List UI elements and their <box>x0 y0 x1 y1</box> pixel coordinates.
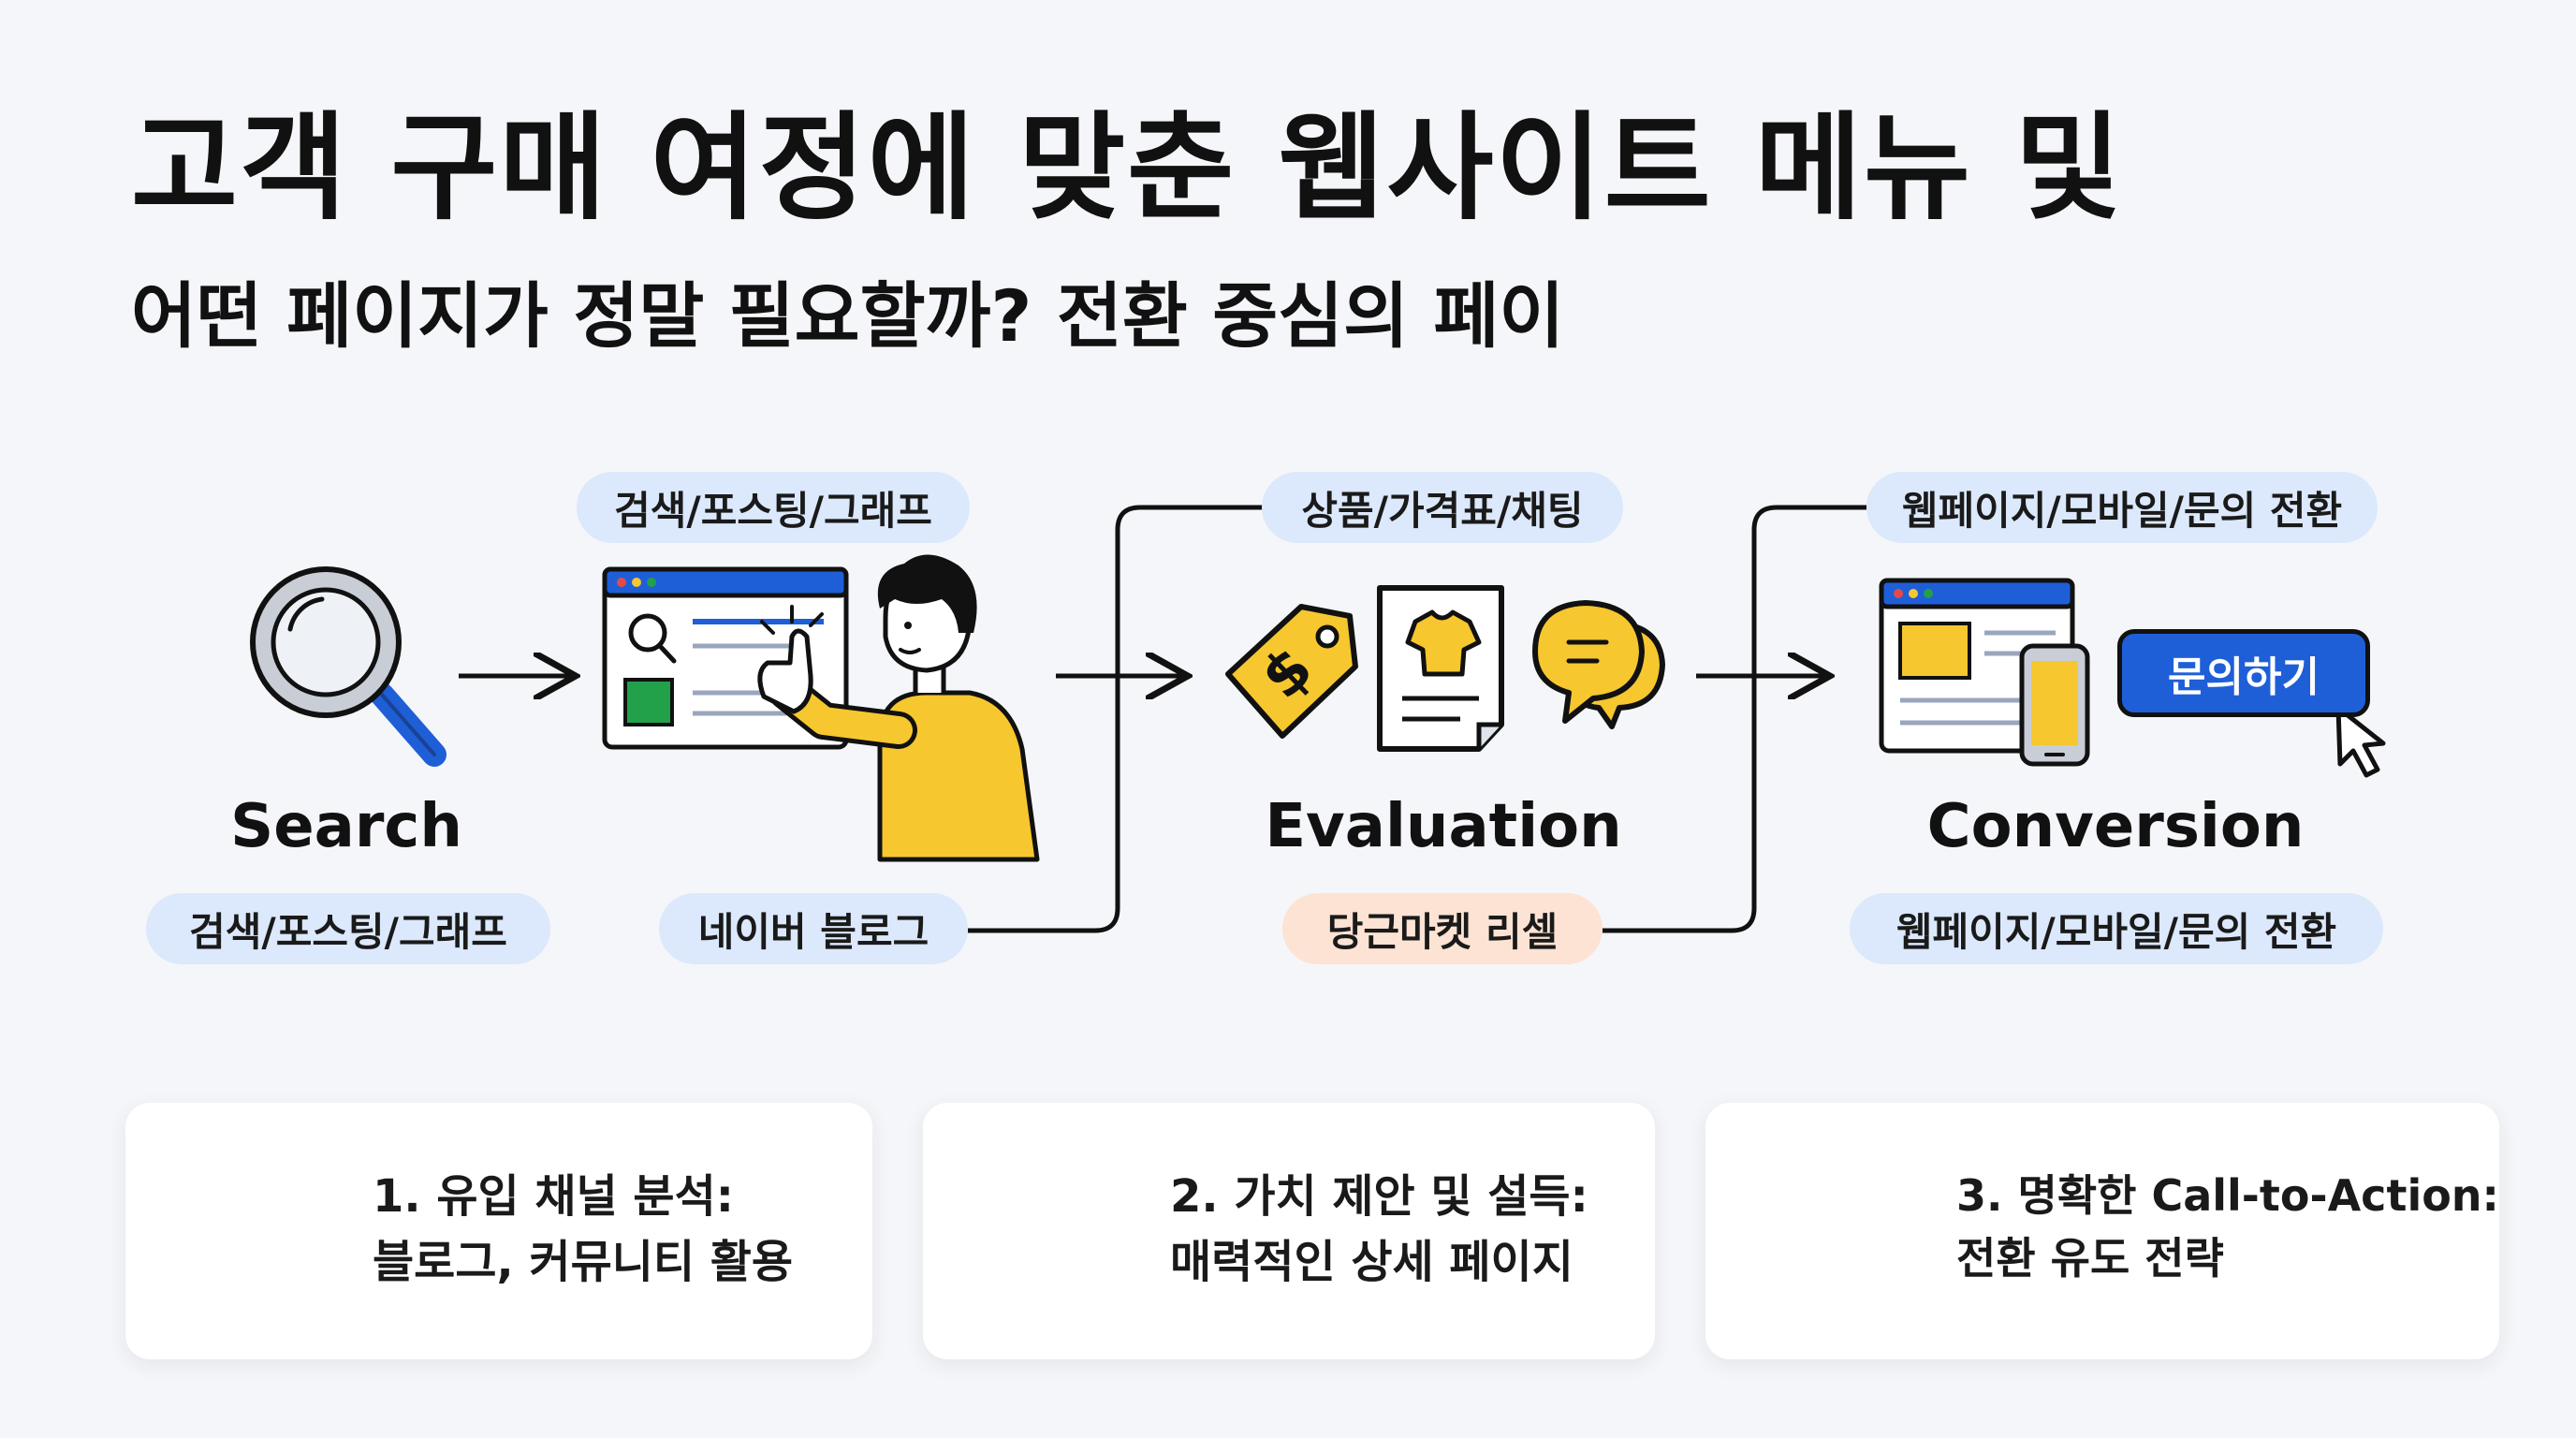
stage-label-search: Search <box>230 792 462 861</box>
card-1-line-1: 1. 유입 채널 분석: <box>373 1170 734 1223</box>
naver-blog-tag: 네이버 블로그 <box>659 893 968 964</box>
card-value-proposition: 2. 가치 제안 및 설득: 매력적인 상세 페이지 <box>923 1103 1655 1359</box>
search-bottom-tag: 검색/포스팅/그래프 <box>146 893 550 964</box>
card-1-line-2: 블로그, 커뮤니티 활용 <box>373 1235 794 1288</box>
card-3-line-1: 3. 명확한 Call-to-Action: <box>1956 1170 2499 1221</box>
conversion-bottom-tag: 웹페이지/모바일/문의 전환 <box>1850 893 2383 964</box>
person-pointing-icon <box>757 554 1040 862</box>
card-2-line-2: 매력적인 상세 페이지 <box>1170 1235 1573 1288</box>
page-title: 고객 구매 여정에 맞춘 웹사이트 메뉴 및 <box>131 101 2124 236</box>
chat-bubbles-icon <box>1532 600 1665 729</box>
magnifier-icon <box>250 566 446 767</box>
price-tag-icon: $ <box>1225 604 1358 739</box>
mobile-phone-icon <box>2019 643 2090 767</box>
card-call-to-action: 3. 명확한 Call-to-Action: 전환 유도 전략 <box>1705 1103 2499 1359</box>
evaluation-top-tag: 상품/가격표/채팅 <box>1262 472 1623 543</box>
search-top-tag: 검색/포스팅/그래프 <box>577 472 970 543</box>
conversion-top-tag: 웹페이지/모바일/문의 전환 <box>1866 472 2378 543</box>
page-subtitle: 어떤 페이지가 정말 필요할까? 전환 중심의 페이 <box>131 274 1565 358</box>
card-2-line-1: 2. 가치 제안 및 설득: <box>1170 1170 1588 1223</box>
connector-2 <box>1603 505 1866 933</box>
product-sheet-icon <box>1377 585 1504 752</box>
daangn-resell-tag: 당근마켓 리셀 <box>1282 893 1603 964</box>
card-3-line-2: 전환 유도 전략 <box>1956 1232 2224 1284</box>
card-traffic-analysis: 1. 유입 채널 분석: 블로그, 커뮤니티 활용 <box>125 1103 872 1359</box>
inquiry-button[interactable]: 문의하기 <box>2117 629 2370 717</box>
cursor-icon <box>2335 705 2386 778</box>
connector-1 <box>968 505 1264 933</box>
stage-label-conversion: Conversion <box>1926 792 2305 861</box>
stage-label-evaluation: Evaluation <box>1265 792 1622 861</box>
